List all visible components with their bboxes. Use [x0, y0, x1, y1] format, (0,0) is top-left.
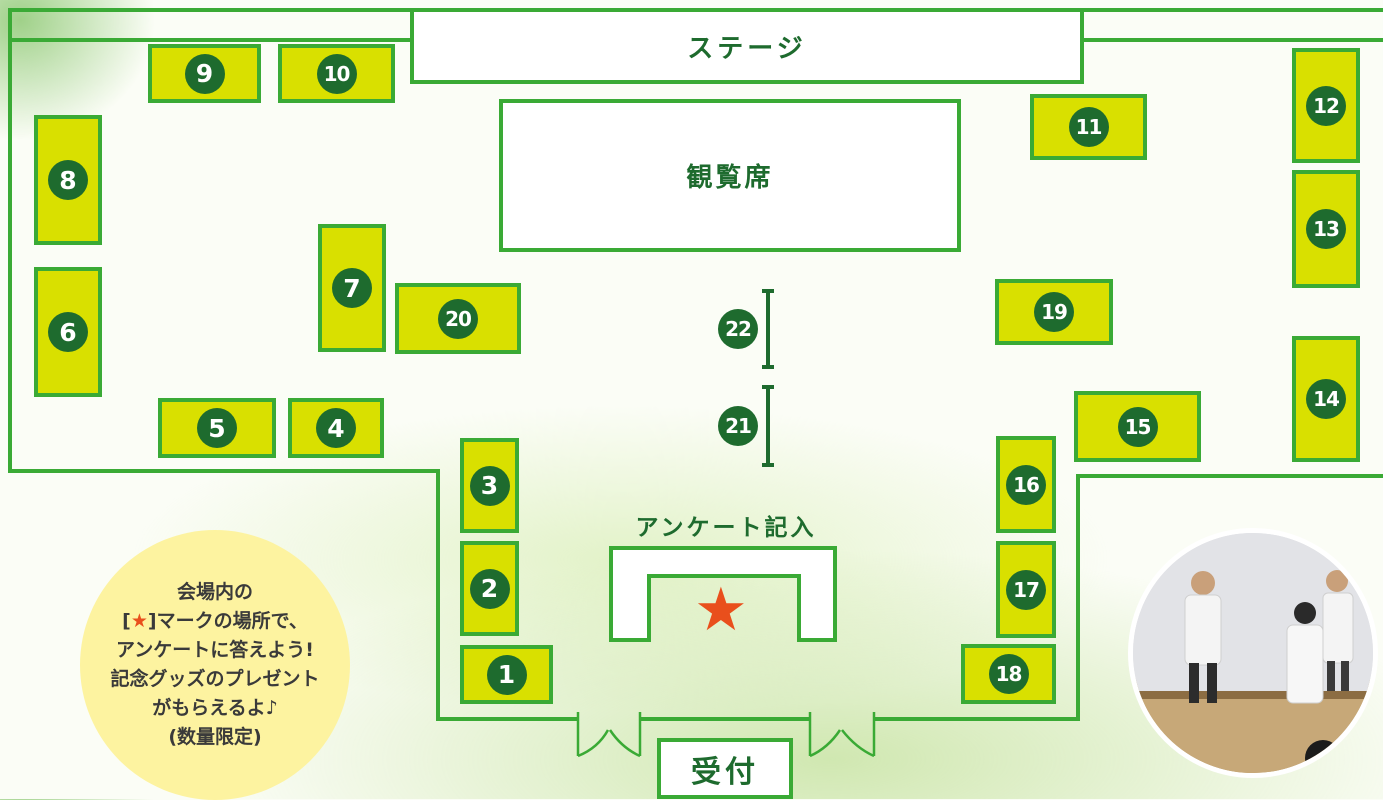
booth-number: 19: [1034, 292, 1074, 332]
booth-number: 4: [316, 408, 356, 448]
survey-counter: [609, 546, 837, 642]
audience-seating: 観覧席: [499, 99, 961, 252]
star-icon: ★: [130, 610, 148, 632]
booth-number: 5: [197, 408, 237, 448]
booth-number: 16: [1006, 464, 1046, 505]
booth-18[interactable]: 18: [961, 644, 1056, 704]
booth-number: 13: [1306, 209, 1346, 249]
stage: ステージ: [410, 8, 1084, 84]
booth-14[interactable]: 14: [1292, 336, 1360, 462]
booth-number: 22: [718, 309, 758, 349]
reception: 受付: [657, 738, 793, 799]
booth-10[interactable]: 10: [278, 44, 395, 103]
info-line-5: がもらえるよ♪: [152, 697, 278, 719]
info-line-2: [★]マークの場所で、: [122, 610, 308, 632]
booth-number: 6: [48, 312, 88, 352]
booth-number: 15: [1117, 406, 1158, 447]
reception-label: 受付: [691, 754, 759, 790]
booth-11[interactable]: 11: [1030, 94, 1147, 160]
booth-1[interactable]: 1: [460, 645, 553, 704]
stage-photo-image: [1133, 533, 1373, 773]
booth-4[interactable]: 4: [288, 398, 384, 458]
booth-number: 17: [1006, 569, 1046, 610]
booth-6[interactable]: 6: [34, 267, 102, 397]
booth-9[interactable]: 9: [148, 44, 261, 103]
booth-number: 1: [486, 654, 527, 695]
booth-17[interactable]: 17: [996, 541, 1056, 638]
info-line-6: (数量限定): [168, 726, 262, 748]
booth-number: 14: [1306, 379, 1346, 419]
booth-22[interactable]: 22: [718, 289, 778, 369]
booth-16[interactable]: 16: [996, 436, 1056, 533]
seating-label: 観覧席: [686, 163, 774, 193]
booth-8[interactable]: 8: [34, 115, 102, 245]
booth-number: 3: [469, 465, 510, 506]
booth-number: 20: [438, 298, 478, 339]
info-line-3: アンケートに答えよう!: [116, 639, 314, 661]
booth-7[interactable]: 7: [318, 224, 386, 352]
booth-5[interactable]: 5: [158, 398, 276, 458]
entrance-doors: [576, 712, 876, 758]
info-line-4: 記念グッズのプレゼント: [110, 668, 320, 690]
stage-label: ステージ: [687, 33, 807, 64]
booth-number: 2: [469, 568, 510, 609]
booth-12[interactable]: 12: [1292, 48, 1360, 163]
booth-number: 11: [1068, 107, 1109, 147]
survey-label: アンケート記入: [635, 515, 817, 541]
info-line-1: 会場内の: [176, 581, 253, 603]
booth-3[interactable]: 3: [460, 438, 519, 533]
booth-number: 18: [988, 654, 1029, 694]
booth-20[interactable]: 20: [395, 283, 521, 354]
booth-19[interactable]: 19: [995, 279, 1113, 345]
stage-photo: [1128, 528, 1378, 778]
survey-star-icon: ★: [694, 575, 748, 645]
booth-21[interactable]: 21: [718, 385, 778, 467]
booth-number: 9: [184, 53, 225, 94]
booth-number: 8: [48, 160, 88, 200]
booth-21-panel: [762, 385, 774, 467]
booth-number: 12: [1306, 85, 1346, 126]
booth-22-panel: [762, 289, 774, 369]
booth-13[interactable]: 13: [1292, 170, 1360, 288]
booth-15[interactable]: 15: [1074, 391, 1201, 462]
booth-2[interactable]: 2: [460, 541, 519, 636]
booth-number: 21: [718, 406, 758, 446]
booth-number: 7: [332, 268, 372, 308]
booth-number: 10: [316, 53, 357, 94]
survey-info-bubble: 会場内の [★]マークの場所で、 アンケートに答えよう! 記念グッズのプレゼント…: [80, 530, 350, 800]
